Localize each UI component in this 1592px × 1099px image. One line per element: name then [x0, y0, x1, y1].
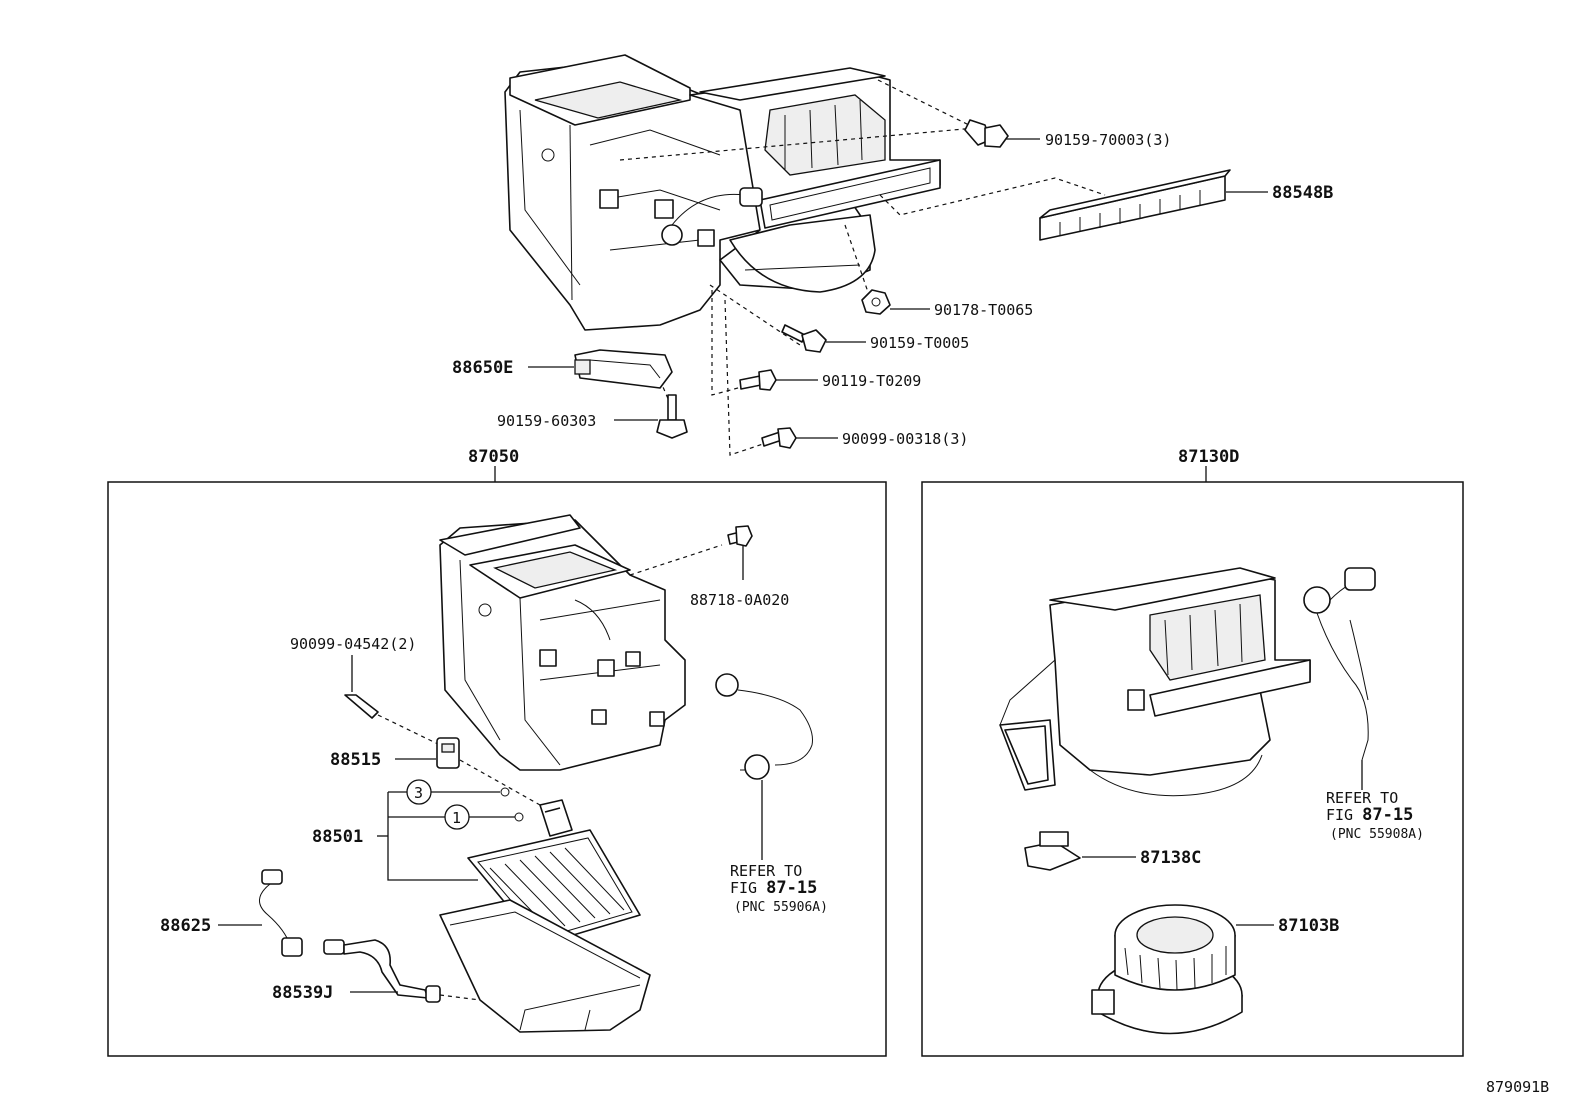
group-box-87050 [107, 481, 887, 1057]
ref-right-line2: FIG 87-15 [1326, 805, 1413, 825]
ref-right-fig: FIG [1326, 806, 1362, 824]
callout-1: 1 [452, 809, 461, 827]
label-88548b: 88548B [1272, 183, 1333, 203]
sensor-88625 [259, 869, 303, 957]
label-88650e: 88650E [452, 358, 513, 378]
label-90178-t0065: 90178-T0065 [934, 301, 1033, 319]
servo-harness-55906a [715, 673, 813, 780]
screw-90159-60303 [656, 394, 688, 439]
ref-left-fig: FIG [730, 879, 766, 897]
label-90159-70003: 90159-70003(3) [1045, 131, 1171, 149]
label-88515: 88515 [330, 750, 381, 770]
blower-case-87130d [999, 567, 1311, 797]
figure-code: 879091B [1486, 1078, 1549, 1096]
ref-left-line2: FIG 87-15 [730, 878, 817, 898]
blower-motor-87103b [1091, 904, 1243, 1035]
resistor-87138c [1024, 831, 1081, 871]
label-87103b: 87103B [1278, 916, 1339, 936]
label-88718-0a020: 88718-0A020 [690, 591, 789, 609]
callout-3: 3 [414, 784, 423, 802]
ref-left-fig-num: 87-15 [766, 878, 817, 898]
heater-unit-case [439, 514, 686, 771]
group-box-87130d [921, 481, 1464, 1057]
label-90099-04542: 90099-04542(2) [290, 635, 416, 653]
bolt-90159-t0005 [781, 324, 827, 353]
ref-left-line3: (PNC 55906A) [734, 900, 828, 915]
filter-88548b [1039, 169, 1231, 241]
lower-case [439, 899, 651, 1033]
bolt-90119-t0209 [739, 369, 777, 391]
label-88539j: 88539J [272, 983, 333, 1003]
screw-88718-0a020 [727, 525, 753, 547]
ref-right-line1: REFER TO [1326, 789, 1398, 807]
ref-right-line3: (PNC 55908A) [1330, 827, 1424, 842]
group-label-87130d: 87130D [1178, 447, 1239, 467]
label-90119-t0209: 90119-T0209 [822, 372, 921, 390]
label-90099-00318: 90099-00318(3) [842, 430, 968, 448]
ref-right-fig-num: 87-15 [1362, 805, 1413, 825]
heater-blower-assembly [504, 54, 941, 331]
nut-90178-t0065 [861, 289, 891, 315]
ref-left-line1: REFER TO [730, 862, 802, 880]
label-88625: 88625 [160, 916, 211, 936]
label-90159-60303: 90159-60303 [497, 412, 596, 430]
bolt-90159-70003 [964, 119, 1009, 148]
servo-harness-55908a [1303, 567, 1376, 761]
bracket-88650e [574, 349, 673, 389]
valve-88515 [436, 737, 460, 769]
label-90159-t0005: 90159-T0005 [870, 334, 969, 352]
group-label-87050: 87050 [468, 447, 519, 467]
label-88501: 88501 [312, 827, 363, 847]
label-87138c: 87138C [1140, 848, 1201, 868]
screw-90099-00318 [761, 427, 797, 449]
hose-88539j [323, 939, 441, 1003]
screw-90099-04542 [344, 694, 379, 719]
